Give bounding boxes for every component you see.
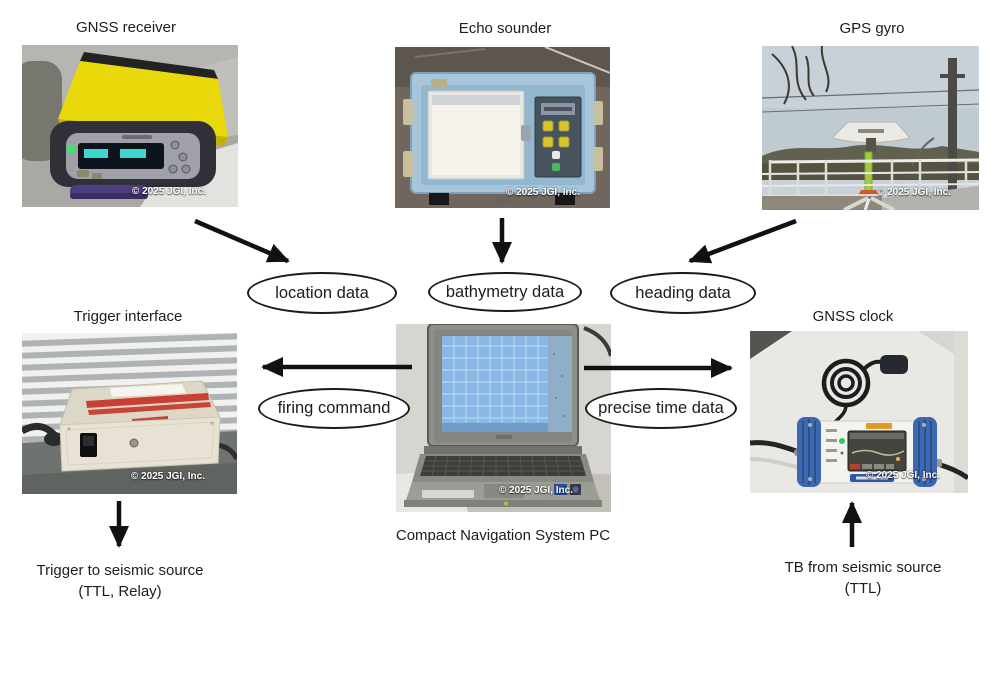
copyright-watermark: © 2025 JGI, Inc. [130, 471, 205, 482]
arrow-gps-gyro-to-heading [688, 218, 797, 264]
copyright-watermark: © 2025 JGI, Inc. [865, 470, 940, 481]
flow-bathymetry-data-label: bathymetry data [445, 282, 565, 301]
time-break-input-text: TB from seismic source (TTL) [743, 557, 983, 599]
flow-firing-command-label: firing command [277, 399, 391, 417]
gps-antenna-puck [880, 355, 908, 374]
label-gps-gyro: GPS gyro [839, 20, 905, 37]
gnss-clock-photo: © 2025 JGI, Inc. [750, 331, 968, 493]
navigation-pc-illustration [396, 324, 611, 512]
gnss-receiver-photo: © 2025 JGI, Inc. [22, 45, 238, 207]
trigger-output-line1: Trigger to seismic source [36, 562, 204, 579]
flow-location-data: location data [247, 272, 397, 314]
time-break-line1: TB from seismic source [784, 559, 942, 576]
trigger-interface-photo: © 2025 JGI, Inc. [22, 333, 237, 494]
trigger-output-line2: (TTL, Relay) [78, 583, 162, 600]
flow-firing-command: firing command [258, 388, 410, 429]
flow-heading-data-label: heading data [635, 283, 731, 302]
gps-gyro-photo: © 2025 JGI, Inc. [762, 46, 979, 210]
copyright-watermark: © 2025 JGI, Inc. [505, 187, 580, 198]
flow-precise-time-data: precise time data [585, 388, 737, 429]
label-echo-sounder: Echo sounder [458, 20, 552, 37]
echo-sounder-photo: © 2025 JGI, Inc. [395, 47, 610, 208]
flow-precise-time-data-label: precise time data [598, 399, 724, 417]
time-break-line2: (TTL) [844, 580, 882, 597]
flow-location-data-label: location data [275, 283, 369, 302]
flow-heading-data: heading data [610, 272, 756, 314]
copyright-watermark: © 2025 JGI, Inc. [131, 186, 206, 197]
trigger-output-text: Trigger to seismic source (TTL, Relay) [0, 560, 240, 602]
gnss-receiver-illustration [22, 45, 238, 207]
trigger-interface-illustration [22, 333, 237, 494]
label-navigation-pc: Compact Navigation System PC [395, 527, 611, 544]
gps-gyro-illustration [762, 46, 979, 210]
flow-bathymetry-data: bathymetry data [428, 272, 582, 312]
laptop-screen [442, 336, 548, 432]
navigation-pc-photo: © 2025 JGI, Inc. [396, 324, 611, 512]
copyright-watermark: © 2025 JGI, Inc. [876, 187, 951, 198]
echo-sounder-illustration [395, 47, 610, 208]
label-trigger-interface: Trigger interface [73, 308, 183, 325]
gnss-clock-illustration [750, 331, 968, 493]
label-gnss-receiver: GNSS receiver [75, 19, 177, 36]
label-gnss-clock: GNSS clock [812, 308, 894, 325]
arrow-gnss-receiver-to-location [194, 218, 290, 264]
copyright-watermark: © 2025 JGI, Inc. [498, 485, 573, 496]
